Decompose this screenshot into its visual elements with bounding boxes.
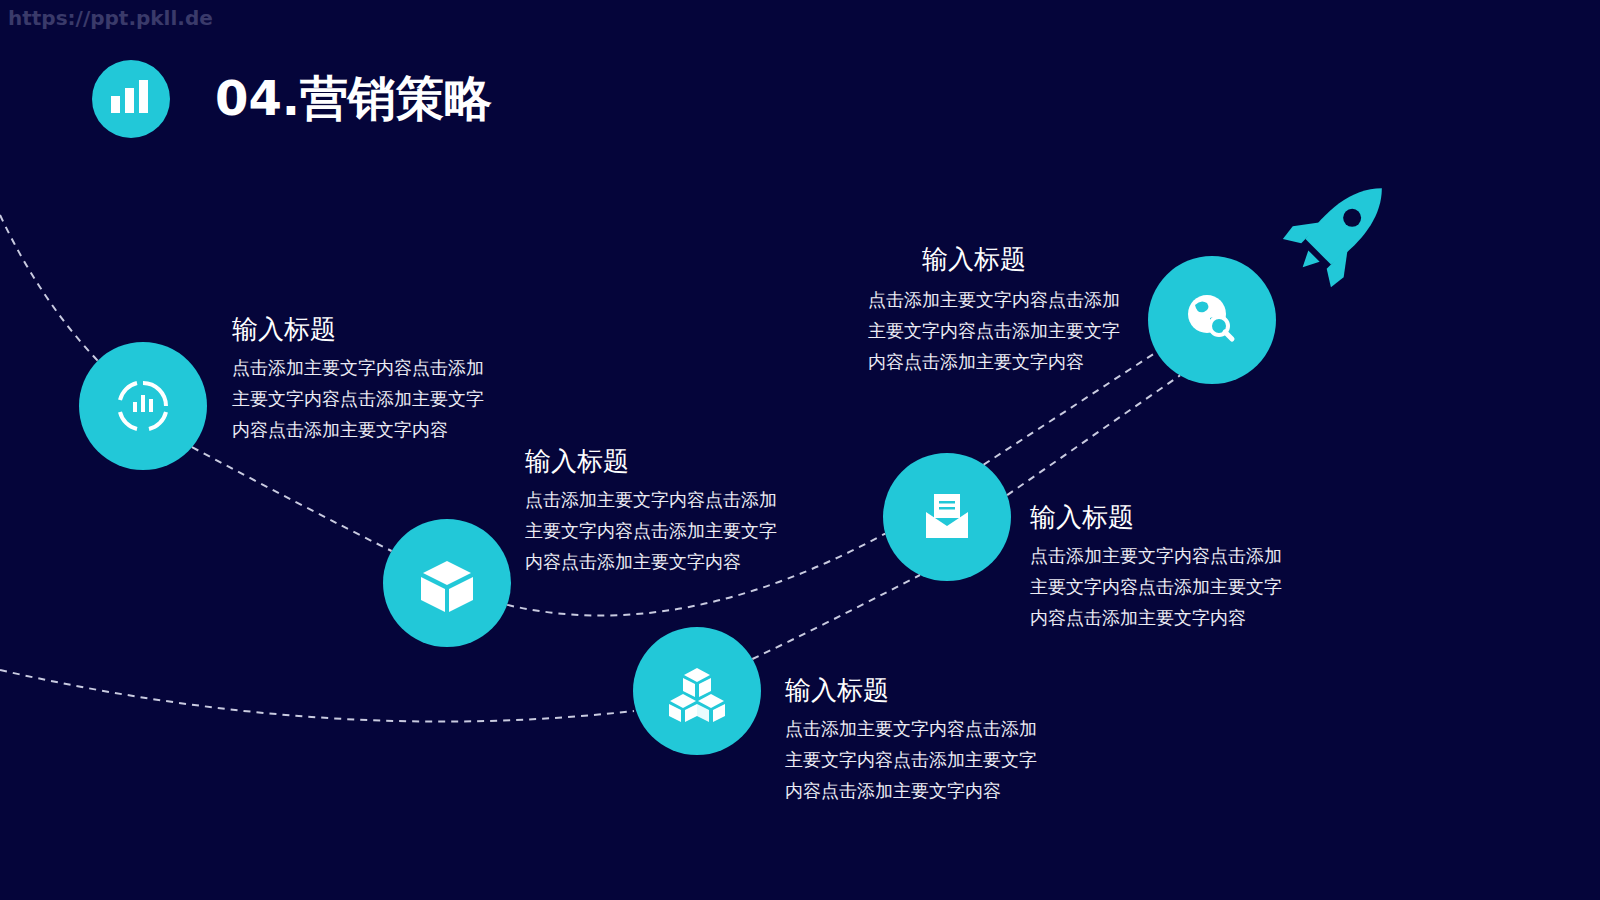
cube-icon <box>421 561 473 612</box>
icon-circle: 输入标题点击添加主要文字内容点击添加主要文字内容点击添加主要文字内容点击添加主要… <box>883 453 1011 581</box>
icon-circle: 输入标题点击添加主要文字内容点击添加主要文字内容点击添加主要文字内容点击添加主要… <box>79 342 207 470</box>
step-heading: 输入标题 <box>922 242 1026 276</box>
icon-circle: 输入标题点击添加主要文字内容点击添加主要文字内容点击添加主要文字内容点击添加主要… <box>633 627 761 755</box>
step-body: 点击添加主要文字内容点击添加主要文字内容点击添加主要文字内容点击添加主要文字内容 <box>1030 540 1286 633</box>
step-heading: 输入标题 <box>785 673 889 707</box>
envelope-icon <box>926 494 968 538</box>
chart-icon <box>120 383 166 429</box>
step-body: 点击添加主要文字内容点击添加主要文字内容点击添加主要文字内容点击添加主要文字内容 <box>232 352 488 445</box>
stacked-cubes-icon <box>669 668 725 722</box>
dashed-connector <box>507 534 885 616</box>
step-heading: 输入标题 <box>1030 500 1134 534</box>
slide-title: 04.营销策略 <box>215 66 492 130</box>
watermark: https://ppt.pkll.de <box>8 6 213 30</box>
step-heading: 输入标题 <box>232 312 336 346</box>
icon-circle: 输入标题点击添加主要文字内容点击添加主要文字内容点击添加主要文字内容点击添加主要… <box>1148 256 1276 384</box>
step-body: 点击添加主要文字内容点击添加主要文字内容点击添加主要文字内容点击添加主要文字内容 <box>525 484 781 577</box>
globe-search-icon <box>1188 295 1232 339</box>
dashed-tail <box>0 215 98 361</box>
step-heading: 输入标题 <box>525 444 629 478</box>
rocket <box>1277 163 1407 293</box>
dashed-connector <box>752 575 920 659</box>
dashed-tail <box>0 670 634 722</box>
step-body: 点击添加主要文字内容点击添加主要文字内容点击添加主要文字内容点击添加主要文字内容 <box>868 284 1124 377</box>
dashed-connector <box>1007 375 1180 495</box>
icon-circle: 输入标题点击添加主要文字内容点击添加主要文字内容点击添加主要文字内容点击添加主要… <box>383 519 511 647</box>
step-body: 点击添加主要文字内容点击添加主要文字内容点击添加主要文字内容点击添加主要文字内容 <box>785 713 1041 806</box>
node-circles <box>79 256 1276 755</box>
dashed-connector <box>192 447 392 551</box>
title-icon <box>92 60 170 138</box>
